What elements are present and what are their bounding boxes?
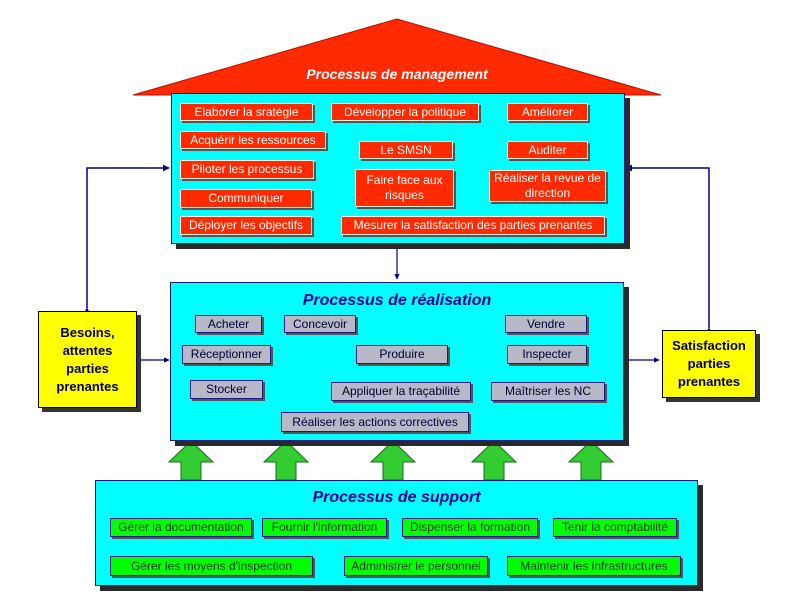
real-stocker: Stocker [190,380,263,399]
real-receptionner: Réceptionner [182,345,271,364]
mgmt-auditer: Auditer [507,141,588,159]
mgmt-deployer-objectifs: Déployer les objectifs [180,216,312,235]
mgmt-mesurer-satisfaction: Mesurer la satisfaction des parties pren… [341,216,605,235]
support-title: Processus de support [312,489,481,506]
support-formation: Dispenser la formation [402,518,538,537]
mgmt-faire-face-risques: Faire face aux risques [355,169,454,207]
real-produire: Produire [356,345,448,364]
support-up-arrow-icon [167,440,615,481]
stakeholder-loop-arrows [83,164,713,335]
support-documentation: Gérer la documentation [110,518,252,537]
real-acheter: Acheter [195,315,262,333]
real-inspecter: Inspecter [507,345,587,364]
real-vendre: Vendre [505,315,587,333]
real-concevoir: Concevoir [284,315,356,333]
real-actions-correctives: Réaliser les actions correctives [281,412,469,432]
mgmt-elaborer-strategie: Elaborer la sratégie [180,103,313,121]
mgmt-acquerir-ressources: Acquérir les ressources [180,131,326,149]
mgmt-revue-direction: Réaliser la revue de direction [489,170,606,202]
support-comptabilite: Tenir la comptabilité [553,518,677,537]
support-moyens-inspection: Gérer les moyens d'inspection [110,556,313,576]
real-maitriser-nc: Maîtriser les NC [491,382,605,401]
realisation-title: Processus de réalisation [302,292,492,309]
support-infrastructures: Maintenir les infrastructures [507,556,681,576]
support-information: Fournir l'information [262,518,387,537]
stakeholders-satisfaction-box: Satisfaction parties prenantes [662,330,756,398]
management-header: Processus de management [133,62,661,86]
support-personnel: Administrer le personnel [344,556,488,576]
real-appliquer-tracabilite: Appliquer la traçabilité [331,382,471,401]
mgmt-communiquer: Communiquer [180,189,312,208]
mgmt-le-smsn: Le SMSN [359,141,453,159]
stakeholders-besoins-box: Besoins, attentes parties prenantes [38,311,137,408]
mgmt-piloter-processus: Piloter les processus [180,160,314,179]
mgmt-developper-politique: Développer la politique [331,103,479,121]
mgmt-ameliorer: Améliorer [507,103,588,121]
management-title: Processus de management [306,66,488,82]
